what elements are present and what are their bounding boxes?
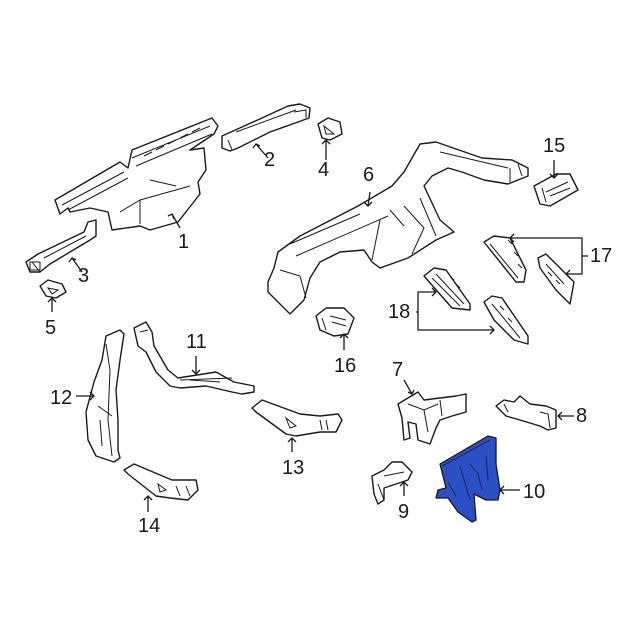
part-16-vent[interactable] bbox=[315, 307, 355, 337]
callout-6: 6 bbox=[363, 164, 375, 186]
part-13-duct[interactable] bbox=[251, 399, 343, 437]
callout-7: 7 bbox=[392, 359, 404, 381]
callout-10: 10 bbox=[523, 481, 546, 503]
callout-18: 18 bbox=[388, 301, 411, 323]
callout-16: 16 bbox=[334, 355, 357, 377]
callout-17: 17 bbox=[590, 245, 613, 267]
callout-12: 12 bbox=[50, 387, 73, 409]
part-9-clip[interactable] bbox=[371, 461, 413, 505]
part-17b-vent[interactable] bbox=[537, 253, 575, 305]
part-18b-vent[interactable] bbox=[483, 295, 529, 345]
part-4-vent[interactable] bbox=[317, 117, 343, 141]
callout-1: 1 bbox=[178, 231, 190, 253]
leader-lines bbox=[47, 139, 588, 512]
part-10-highlighted-duct[interactable] bbox=[435, 435, 501, 523]
part-3-duct[interactable] bbox=[25, 219, 97, 273]
callout-2: 2 bbox=[264, 149, 276, 171]
part-6-dash-duct[interactable] bbox=[267, 141, 529, 315]
callout-8: 8 bbox=[576, 405, 588, 427]
part-8-bracket[interactable] bbox=[495, 395, 557, 431]
callout-15: 15 bbox=[543, 135, 566, 157]
callout-5: 5 bbox=[45, 317, 57, 339]
part-17a-vent[interactable] bbox=[483, 235, 527, 283]
part-15-vent[interactable] bbox=[533, 173, 579, 207]
part-14-duct[interactable] bbox=[123, 463, 199, 501]
part-12-duct[interactable] bbox=[85, 329, 125, 463]
part-7-bracket[interactable] bbox=[397, 391, 467, 445]
callout-13: 13 bbox=[282, 457, 305, 479]
callout-14: 14 bbox=[138, 515, 161, 537]
callout-11: 11 bbox=[186, 331, 207, 353]
part-1-center-duct[interactable] bbox=[54, 117, 219, 231]
callout-3: 3 bbox=[78, 265, 90, 287]
callout-4: 4 bbox=[318, 159, 330, 181]
part-2-duct[interactable] bbox=[221, 103, 311, 152]
part-11-duct[interactable] bbox=[133, 321, 255, 395]
part-5-vent[interactable] bbox=[39, 279, 67, 299]
part-18a-vent[interactable] bbox=[423, 267, 471, 311]
callout-9: 9 bbox=[398, 501, 410, 523]
